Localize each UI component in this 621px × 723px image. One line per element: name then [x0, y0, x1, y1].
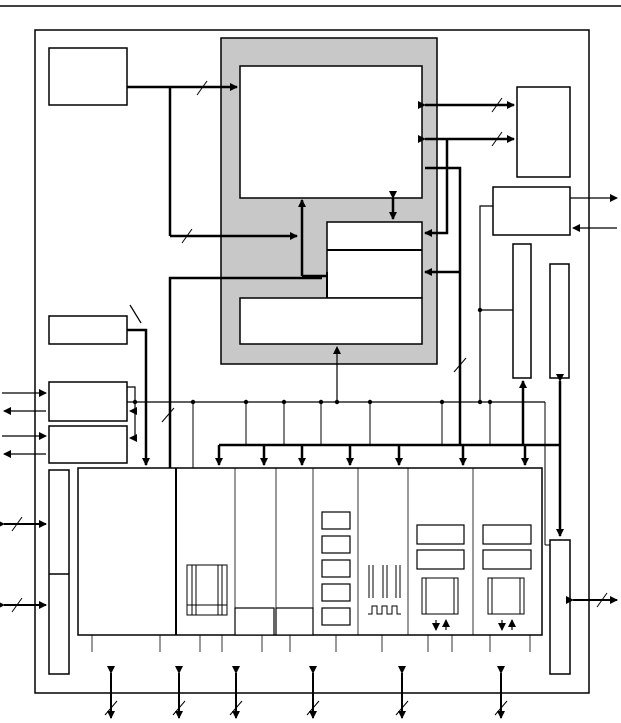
bus-width-slash: [11, 516, 23, 532]
small-box: [234, 607, 275, 636]
left-external-arrows: [2, 304, 142, 458]
top-left-block: [48, 47, 128, 106]
bus-width-slash: [596, 592, 608, 608]
bus-width-slash: [11, 597, 23, 613]
bottom-pin-stubs: [91, 635, 531, 652]
vertical-bus-bar-right: [549, 263, 570, 379]
serial-module-shifters: [421, 577, 525, 615]
right-peripheral-block: [492, 186, 571, 236]
bus-width-slash: [181, 228, 193, 244]
left-block-links: [127, 386, 137, 442]
bus-width-slash: [491, 131, 503, 147]
stacked-registers: [321, 511, 351, 626]
vertical-bus-bar-left: [512, 243, 532, 379]
serial-module-io-arrows: [432, 619, 516, 631]
core-bottom-block: [239, 297, 423, 345]
core-internal-links: [168, 191, 397, 468]
right-top-block: [516, 86, 571, 178]
left-io-block-1: [48, 381, 128, 422]
left-small-block: [48, 315, 128, 345]
small-box: [275, 607, 314, 636]
core-interface-block: [326, 221, 423, 299]
bus-width-slash: [491, 97, 503, 113]
top-left-bus: [127, 83, 298, 240]
bottom-external-ports: [107, 666, 505, 719]
left-tall-strip: [48, 469, 70, 675]
core-main-block: [239, 65, 423, 199]
right-peripheral-io: [479, 194, 618, 400]
peripheral-bus-drops: [192, 402, 550, 546]
bus-width-slash: [161, 407, 175, 423]
right-vertical-buses: [424, 139, 462, 445]
left-to-bus-arrows: [127, 328, 150, 466]
right-port-block: [549, 539, 571, 675]
peripheral-bus-thick: [215, 374, 564, 537]
module-row-frame: [77, 467, 543, 636]
bottom-port-slashes: [104, 700, 508, 716]
register-glyph: [186, 564, 228, 616]
left-bidirectional-arrows: [0, 520, 47, 609]
serial-module-registers: [416, 524, 532, 570]
left-io-block-2: [48, 425, 128, 464]
bus-width-slash: [196, 80, 208, 96]
bus-width-slash: [453, 357, 467, 373]
pwm-glyph: [368, 565, 401, 615]
core-to-right-block-links: [418, 101, 515, 143]
bus-junction: [477, 307, 483, 313]
